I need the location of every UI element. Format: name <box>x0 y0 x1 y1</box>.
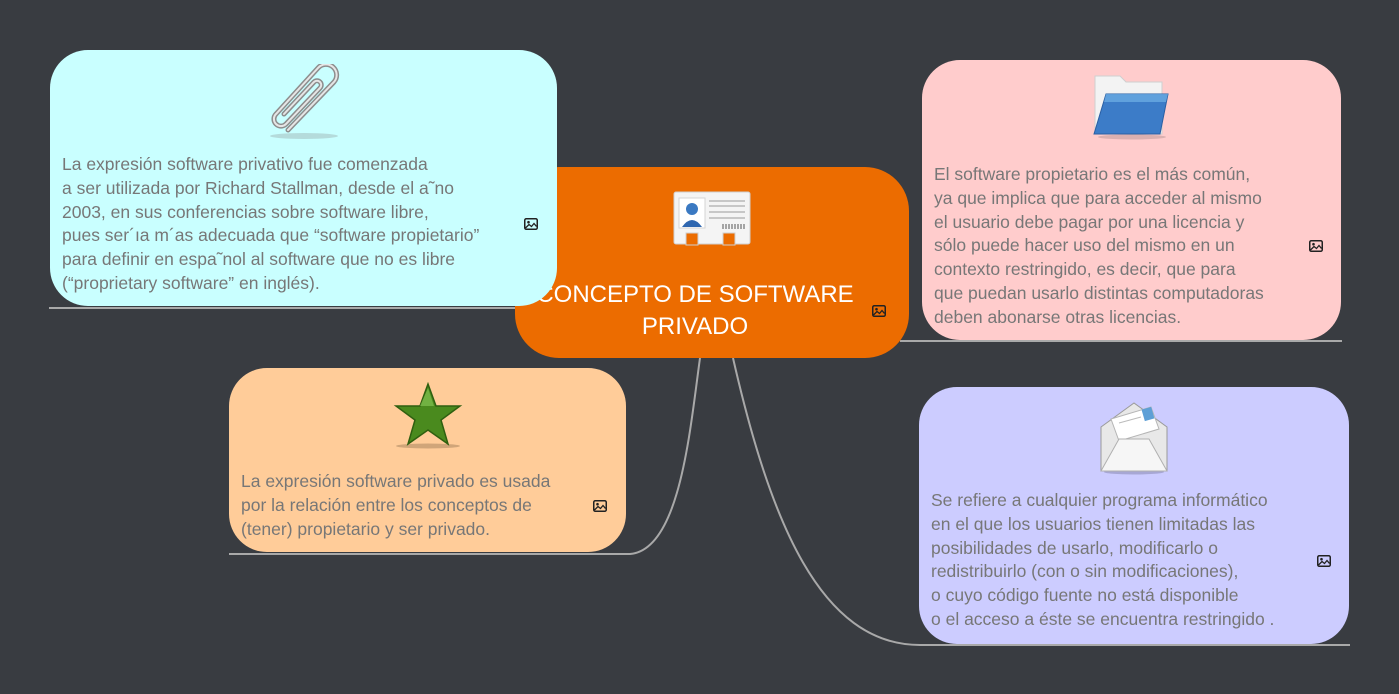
node-text: Se refiere a cualquier programa informát… <box>931 490 1275 629</box>
node-text: La expresión software privativo fue come… <box>62 154 480 293</box>
star-icon <box>229 382 626 450</box>
node-bottom-right[interactable]: Se refiere a cualquier programa informát… <box>919 387 1349 644</box>
connector-bottom-left <box>229 357 701 555</box>
node-bottom-left[interactable]: La expresión software privado es usada p… <box>229 368 626 552</box>
node-text: El software propietario es el más común,… <box>934 164 1264 327</box>
connector-bottom-right <box>732 357 1350 646</box>
paperclip-icon <box>50 64 557 140</box>
central-title: CONCEPTO DE SOFTWARE PRIVADO <box>536 281 854 340</box>
envelope-icon <box>919 399 1349 475</box>
contact-card-icon <box>515 191 909 247</box>
image-icon[interactable] <box>872 305 886 317</box>
node-text: La expresión software privado es usada p… <box>241 471 551 539</box>
central-node[interactable]: CONCEPTO DE SOFTWARE PRIVADO <box>515 167 909 358</box>
image-icon[interactable] <box>1309 240 1323 252</box>
folder-icon <box>922 72 1341 140</box>
node-top-left[interactable]: La expresión software privativo fue come… <box>50 50 557 306</box>
image-icon[interactable] <box>593 500 607 512</box>
image-icon[interactable] <box>1317 555 1331 567</box>
image-icon[interactable] <box>524 218 538 230</box>
node-top-right[interactable]: El software propietario es el más común,… <box>922 60 1341 340</box>
